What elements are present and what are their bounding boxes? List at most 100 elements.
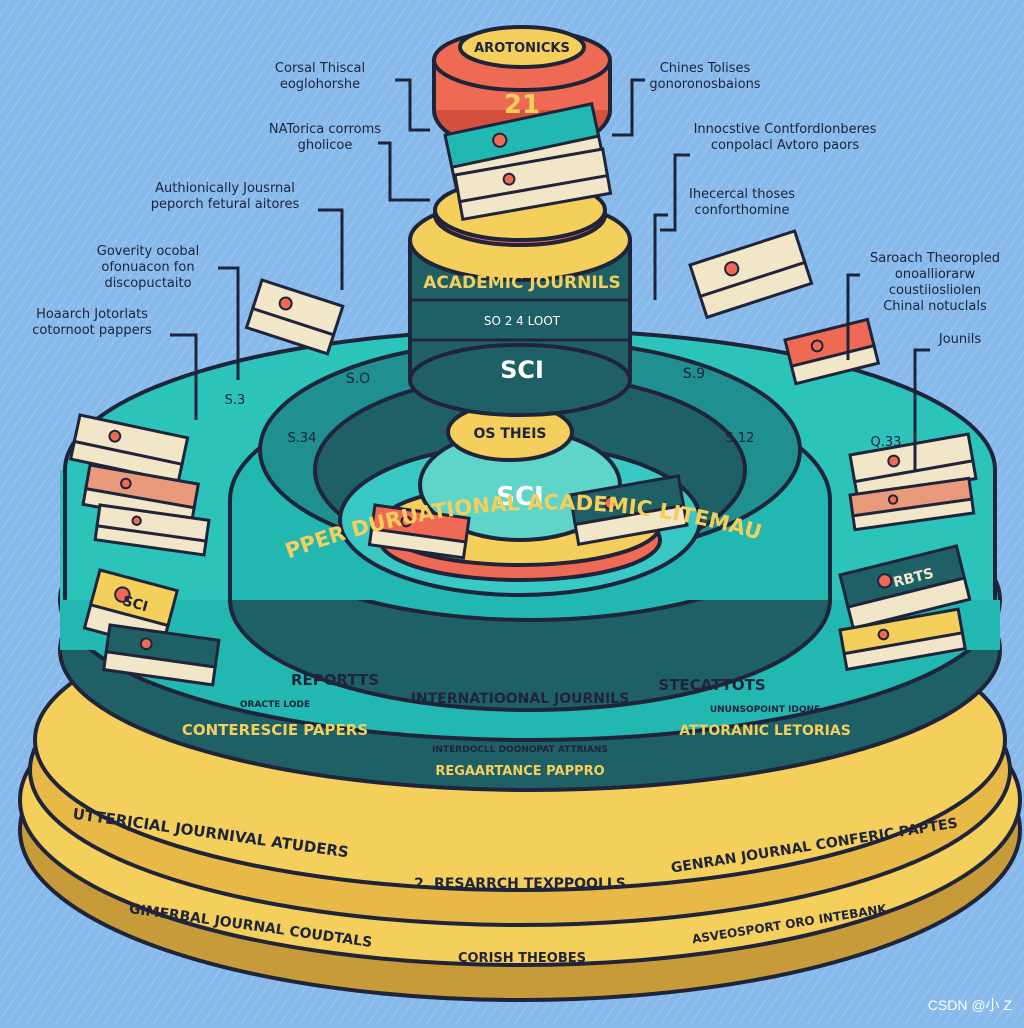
book-rbts-emblem	[877, 573, 893, 589]
callout-right-4-line-1: Saroach Theoropled	[870, 251, 1000, 266]
callout-left-5-line-2: cotornoot pappers	[32, 323, 152, 338]
top-badge: AROTONICKS	[474, 41, 570, 56]
book-sci-emblem	[114, 586, 131, 603]
book-left-stack-3-cover	[95, 503, 211, 543]
top-number: 21	[504, 90, 540, 120]
callout-left-2-line-2: gholicoe	[298, 138, 353, 153]
callout-right-1-line-2: gonoronosbaions	[649, 77, 760, 92]
book-left-stack-3	[93, 503, 211, 557]
callout-left-4-line-3: discopuctaito	[104, 276, 191, 291]
middle-ring-left-label: REPORTTS	[291, 671, 379, 689]
callout-right-3-line-2: conforthomine	[694, 203, 789, 218]
book-left-stack-3-emblem	[131, 515, 142, 526]
book-tower-second-cover	[453, 147, 610, 204]
book-well-left	[367, 503, 471, 560]
book-right-stack-2	[848, 476, 976, 532]
book-right-upper	[688, 229, 814, 320]
marker-3: S.34	[288, 431, 317, 446]
callout-left-2-line-1: NATorica corroms	[269, 122, 381, 137]
book-sci-label: SCI	[121, 593, 150, 615]
callout-leader-3	[318, 208, 344, 290]
callout-right-3-line-1: Ihecercal thoses	[689, 187, 795, 202]
callout-right-2-line-1: Innocstive Contfordlonberes	[694, 122, 877, 137]
base-center-label: 2. RESARRCH TEXPPOOLLS	[414, 876, 626, 892]
callout-left-1-line-2: eoglohorshe	[280, 77, 360, 92]
book-left-upper-emblem	[278, 296, 293, 311]
callout-leader-5	[170, 333, 198, 420]
book-tower-top-cover	[443, 102, 601, 170]
callout-right-1-line-1: Chines Tolises	[660, 61, 751, 76]
book-right-bottom-cover	[838, 607, 965, 656]
book-rbts-cover	[838, 544, 967, 609]
callout-left-4-line-1: Goverity ocobal	[97, 244, 199, 259]
book-right-upper-emblem	[724, 261, 740, 277]
book-left-stack-1-cover	[72, 413, 190, 467]
callout-right-2-line-2: conpolacl Avtoro paors	[711, 138, 860, 153]
marker-2: S.9	[683, 366, 705, 382]
middle-ring-center-label: INTERNATIOONAL JOURNILS	[411, 691, 629, 707]
callout-leader-8	[653, 213, 668, 300]
book-left-upper-cover	[250, 278, 345, 337]
book-rbts: RBTS	[838, 544, 972, 631]
callout-leader-lines	[170, 78, 930, 470]
callout-leader-6	[612, 78, 645, 137]
book-right-red-emblem	[810, 339, 824, 353]
book-left-stack-1-emblem	[108, 429, 122, 443]
book-right-upper-cover	[688, 229, 807, 299]
inner-sci-label: SCI	[496, 482, 543, 512]
callout-left-1-line-1: Corsal Thiscal	[275, 61, 365, 76]
callout-leader-10	[913, 348, 930, 470]
callout-right-4-line-4: Chinal notuclals	[883, 299, 987, 314]
middle-ring-right-label: STECATTOTS	[658, 676, 765, 694]
book-well-right-emblem	[603, 496, 618, 511]
outer-ring-left-label: CONTERESCIE PAPERS	[182, 721, 368, 739]
callout-left-3-line-1: Authionically Jousrnal	[155, 181, 295, 196]
outer-ring-right-small: UNUNSOPOINT IDONE	[710, 705, 820, 715]
base-bottom-center-label: CORISH THEOBES	[458, 951, 586, 966]
book-well-left-cover	[369, 503, 471, 544]
book-right-stack-1-emblem	[887, 454, 901, 468]
marker-1: S.O	[346, 371, 370, 387]
callout-right-4-line-3: coustiiosliolen	[889, 283, 981, 298]
book-left-bottom-cover	[104, 623, 221, 669]
tower-sci-label: SCI	[500, 356, 544, 384]
book-right-bottom	[838, 607, 967, 672]
book-tower-top-emblem	[492, 132, 508, 148]
book-sci-cover	[88, 568, 180, 628]
book-left-upper	[244, 278, 345, 356]
callout-leader-9	[846, 273, 860, 360]
book-well-right-cover	[568, 474, 686, 527]
outer-ring-center-small: INTERDOCLL DOONOPAT ATTRIANS	[432, 745, 608, 755]
book-left-stack-2-cover	[84, 463, 201, 510]
watermark: CSDN @小 Z	[928, 997, 1013, 1013]
book-right-stack-2-cover	[848, 476, 974, 518]
book-tower-second-emblem	[502, 172, 516, 186]
book-stacks: SCI RBTS	[68, 102, 978, 687]
outer-ring-right-label: ATTORANIC LETORIAS	[679, 723, 851, 739]
tower-band-title: ACADEMIC JOURNILS	[423, 273, 620, 293]
book-right-stack-2-emblem	[887, 494, 899, 505]
callout-leader-7	[660, 153, 690, 232]
book-left-bottom-emblem	[139, 637, 153, 651]
book-left-bottom	[102, 623, 221, 687]
book-well-right	[568, 474, 689, 546]
callout-right-5-line-1: Jounils	[938, 332, 981, 347]
callout-left-5-line-1: Hoaarch Jotorlats	[36, 307, 148, 322]
book-well-left-emblem	[400, 515, 413, 528]
callout-leader-4	[218, 266, 240, 380]
book-tower-second	[453, 147, 613, 222]
book-right-red	[783, 317, 881, 386]
callout-leader-2	[378, 141, 430, 202]
book-left-stack-2-emblem	[120, 477, 132, 490]
marker-4: S.12	[726, 431, 755, 446]
book-right-red-cover	[783, 317, 876, 369]
tower-band-subtitle: SO 2 4 LOOT	[484, 314, 561, 328]
callout-left-4-line-2: ofonuacon fon	[101, 260, 194, 275]
marker-5: Q.33	[871, 435, 902, 450]
book-right-stack-1-cover	[848, 432, 975, 484]
book-right-bottom-emblem	[877, 628, 890, 641]
marker-6: S.3	[225, 393, 246, 408]
